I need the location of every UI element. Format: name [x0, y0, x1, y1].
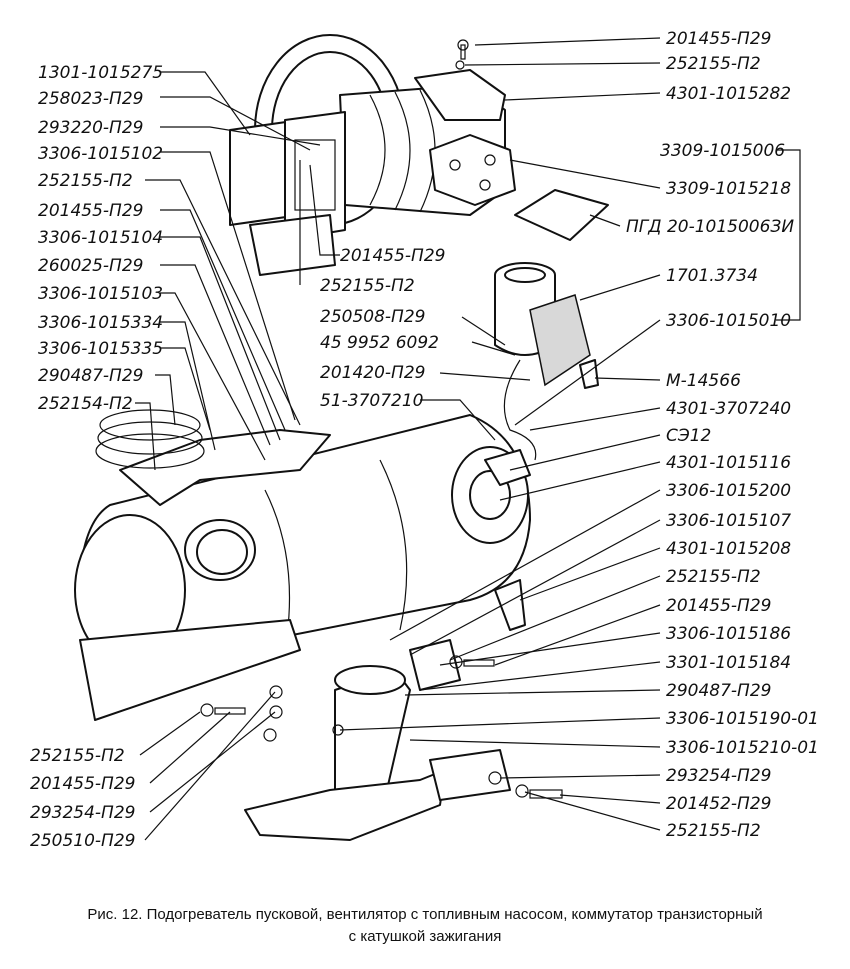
part-label: 3306-1015104: [38, 228, 163, 248]
part-label: 201455-П29: [666, 596, 771, 616]
labels-bottom-left: 252155-П2 201455-П29 293254-П29 250510-П…: [30, 746, 135, 851]
part-label: 293254-П29: [30, 803, 135, 823]
labels-left: 1301-1015275 258023-П29 293220-П29 3306-…: [38, 63, 163, 414]
part-label: 201420-П29: [320, 363, 425, 383]
part-label: 3306-1015103: [38, 284, 163, 304]
part-label: 252155-П2: [666, 567, 761, 587]
part-label: 51-3707210: [320, 391, 423, 411]
heater-body: [74, 409, 531, 721]
part-label: 3306-1015107: [666, 511, 791, 531]
part-label: 3301-1015184: [666, 653, 791, 673]
part-label: 4301-1015208: [666, 539, 791, 559]
leader-lines: [135, 37, 801, 841]
part-label: 45 9952 6092: [320, 333, 439, 353]
part-label: 252155-П2: [666, 54, 761, 74]
part-label: СЭ12: [666, 426, 711, 446]
exhaust-pipe: [244, 639, 511, 841]
part-label: 201455-П29: [666, 29, 771, 49]
part-label: 3306-1015102: [38, 144, 163, 164]
part-label: 290487-П29: [38, 366, 143, 386]
part-label: М-14566: [666, 371, 741, 391]
part-label: 201455-П29: [30, 774, 135, 794]
ignition-coil: [494, 262, 599, 461]
part-label: 4301-1015116: [666, 453, 791, 473]
part-label: 1701.3734: [666, 266, 758, 286]
part-label: 3306-1015335: [38, 339, 163, 359]
fasteners: [200, 39, 563, 799]
fan-housing: [229, 34, 516, 276]
part-label: 201452-П29: [666, 794, 771, 814]
part-label: 3306-1015334: [38, 313, 163, 333]
part-label: 3306-1015186: [666, 624, 791, 644]
caption-line-1: Рис. 12. Подогреватель пусковой, вентиля…: [87, 906, 763, 923]
part-label: 252154-П2: [38, 394, 133, 414]
part-label: 252155-П2: [30, 746, 125, 766]
part-label: 250510-П29: [30, 831, 135, 851]
part-label: 1301-1015275: [38, 63, 163, 83]
labels-center: 201455-П29 252155-П2 250508-П29 45 9952 …: [320, 246, 445, 411]
part-label: 250508-П29: [320, 307, 425, 327]
part-label: 258023-П29: [38, 89, 143, 109]
part-label: 290487-П29: [666, 681, 771, 701]
part-label: 201455-П29: [340, 246, 445, 266]
caption-line-2: с катушкой зажигания: [348, 928, 502, 945]
part-label: 4301-3707240: [666, 399, 791, 419]
part-label: 3306-1015190-01: [666, 709, 819, 729]
heater-drawing: [74, 34, 609, 841]
part-label: 252155-П2: [38, 171, 133, 191]
labels-right: 201455-П29 252155-П2 4301-1015282 3309-1…: [626, 29, 819, 841]
part-label: 293254-П29: [666, 766, 771, 786]
filter-pad: [514, 189, 609, 241]
part-label: 3306-1015010: [666, 311, 791, 331]
part-label: 293220-П29: [38, 118, 143, 138]
part-label: 3306-1015210-01: [666, 738, 819, 758]
part-label: 260025-П29: [38, 256, 143, 276]
part-label: 3306-1015200: [666, 481, 791, 501]
part-label: 3309-1015006: [660, 141, 785, 161]
part-label: 252155-П2: [666, 821, 761, 841]
part-label: 4301-1015282: [666, 84, 791, 104]
part-label: ПГД 20-1015006ЗИ: [626, 217, 794, 237]
part-label: 3309-1015218: [666, 179, 791, 199]
part-label: 252155-П2: [320, 276, 415, 296]
figure-caption: Рис. 12. Подогреватель пусковой, вентиля…: [30, 904, 820, 948]
part-label: 201455-П29: [38, 201, 143, 221]
